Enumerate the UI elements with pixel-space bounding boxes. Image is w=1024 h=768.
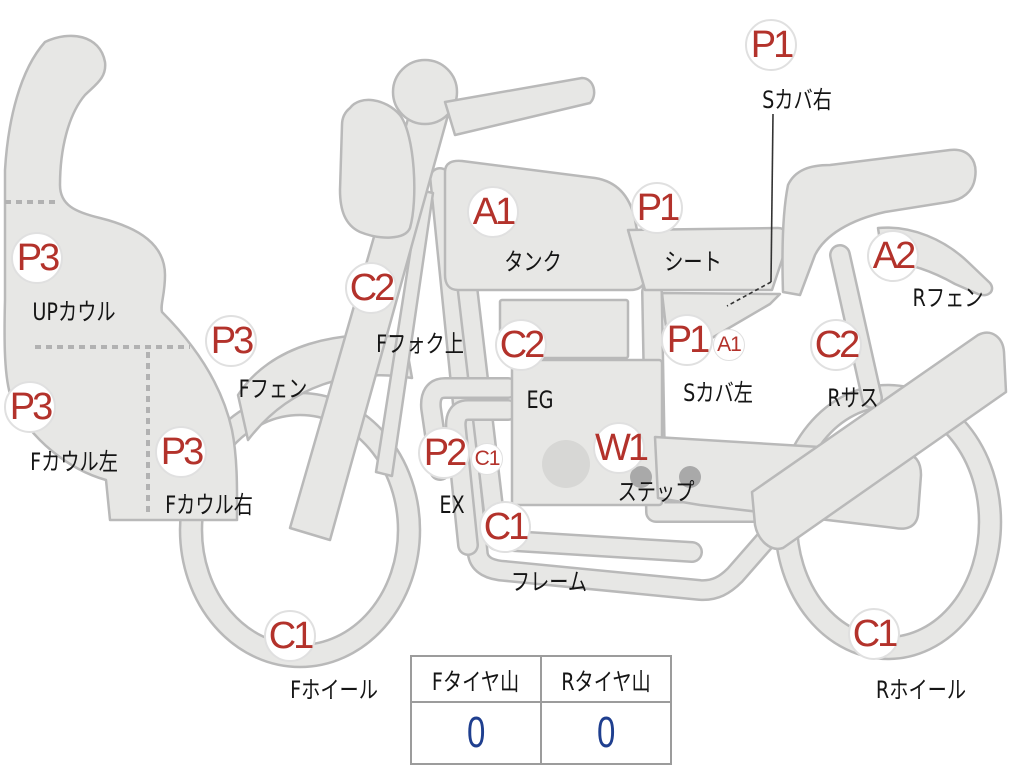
handlebar-shape: [443, 76, 596, 137]
part-label-step: ステップ: [617, 478, 695, 506]
part-label-engine: EG: [526, 386, 554, 414]
part-label-exhaust: EX: [439, 491, 465, 519]
damage-badge-rear-wheel: C1: [848, 608, 900, 660]
front-tire-tread-header-text: Fタイヤ山: [432, 667, 520, 696]
tire-tread-header-row: Fタイヤ山 Rタイヤ山: [410, 655, 672, 703]
damage-badge-engine: C2: [495, 319, 547, 371]
damage-badge-tank: A1: [467, 186, 519, 238]
part-label-front-cowl-right: Fカウル右: [165, 491, 253, 519]
damage-badge-rear-suspension: C2: [810, 319, 862, 371]
part-label-front-cowl-left: Fカウル左: [30, 448, 118, 476]
front-tire-tread-value: 0: [410, 701, 542, 765]
step-peg-right: [679, 466, 701, 488]
front-tire-tread-value-text: 0: [466, 708, 486, 757]
rear-wheel-shape: [773, 383, 1003, 661]
part-label-rear-fender: Rフェン: [912, 284, 984, 312]
rear-tire-tread-header: Rタイヤ山: [540, 655, 672, 703]
fairing-shape: [3, 34, 239, 522]
swingarm-shape: [750, 331, 1008, 551]
rear-tire-tread-header-text: Rタイヤ山: [561, 667, 651, 696]
damage-sub-badge-s-cover-left: A1: [713, 329, 745, 361]
part-label-frame: フレーム: [510, 568, 588, 596]
part-label-tank: タンク: [504, 248, 562, 276]
damage-badge-front-cowl-left: P3: [4, 381, 56, 433]
tire-tread-table: Fタイヤ山 Rタイヤ山 0 0: [410, 655, 672, 765]
part-label-front-fork-upper: Fフォク上: [376, 330, 464, 358]
tire-tread-value-row: 0 0: [410, 701, 672, 765]
exhaust-pipe-lower-shape: [447, 401, 517, 554]
rear-tire-tread-value-text: 0: [596, 708, 616, 757]
part-label-rear-suspension: Rサス: [827, 384, 879, 412]
s-cover-right-leader-dash: [726, 281, 772, 307]
step-peg-left: [630, 466, 652, 488]
front-fork-right-shape: [374, 188, 435, 478]
part-label-front-wheel: Fホイール: [290, 676, 378, 704]
damage-badge-upper-cowl: P3: [11, 232, 63, 284]
tail-cowl-shape: [781, 148, 977, 297]
damage-badge-front-cowl-right: P3: [155, 426, 207, 478]
damage-badge-s-cover-left: P1: [661, 314, 713, 366]
headlight-shape: [338, 98, 416, 239]
damage-badge-s-cover-right: P1: [745, 19, 797, 71]
damage-badge-step: W1: [593, 422, 649, 474]
part-label-rear-wheel: Rホイール: [875, 676, 967, 704]
engine-cover-disc: [542, 440, 590, 488]
damage-badge-front-fork-upper: C2: [345, 262, 397, 314]
damage-badge-frame: C1: [479, 501, 531, 553]
damage-badge-exhaust: P2: [418, 427, 470, 479]
part-label-s-cover-right: Sカバ右: [762, 86, 832, 114]
rear-tire-tread-value: 0: [540, 701, 672, 765]
damage-badge-rear-fender: A2: [867, 230, 919, 282]
damage-sub-badge-exhaust: C1: [471, 443, 503, 475]
damage-badge-front-fender: P3: [205, 315, 257, 367]
part-label-seat: シート: [664, 248, 722, 276]
front-tire-tread-header: Fタイヤ山: [410, 655, 542, 703]
s-cover-right-leader-line: [770, 113, 774, 283]
part-label-upper-cowl: UPカウル: [32, 298, 116, 326]
meter-shape: [391, 58, 459, 126]
damage-badge-front-wheel: C1: [264, 610, 316, 662]
part-label-front-fender: Fフェン: [238, 375, 308, 403]
damage-badge-seat: P1: [631, 182, 683, 234]
frame-main-shape: [431, 169, 779, 599]
exhaust-pipe-upper-shape: [422, 379, 517, 479]
part-label-s-cover-left: Sカバ左: [683, 379, 753, 407]
